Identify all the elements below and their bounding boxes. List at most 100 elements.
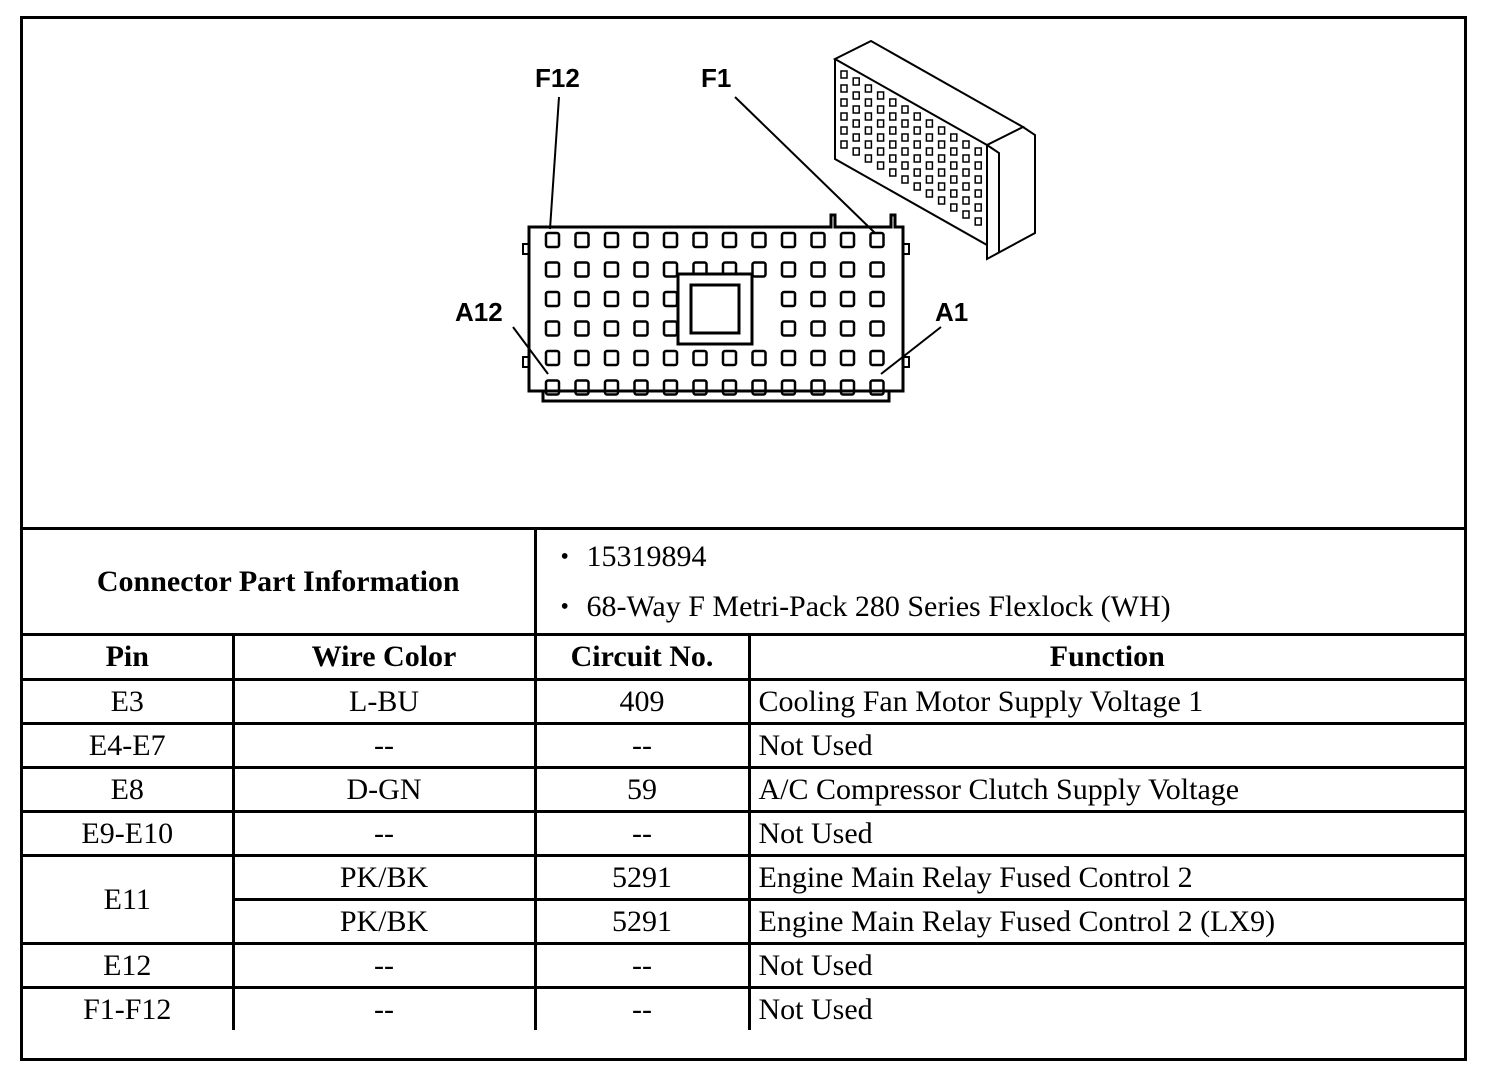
iso-pin-cavity	[950, 203, 958, 212]
pin-cavity	[810, 379, 826, 396]
pin-cavity	[574, 290, 590, 308]
iso-pin-cavity	[901, 105, 909, 114]
label-f12: F12	[535, 63, 580, 93]
pin-cavity	[544, 290, 561, 308]
pin-cell: E11	[23, 854, 235, 945]
wire-color-cell: --	[231, 810, 537, 857]
leader-a1	[880, 326, 942, 375]
pin-cavity	[869, 261, 885, 278]
connector-face	[522, 213, 910, 403]
iso-pin-cavity	[852, 105, 860, 114]
pin-cavity	[633, 261, 649, 278]
iso-pin-cavity	[974, 147, 982, 156]
pin-cavity	[574, 231, 590, 249]
function-cell: Engine Main Relay Fused Control 2	[747, 854, 1465, 901]
iso-pin-cavity	[925, 189, 934, 198]
leader-f1	[734, 96, 876, 234]
iso-pin-cavity	[840, 70, 848, 79]
pin-cavity	[780, 320, 797, 337]
iso-pin-cavity	[840, 112, 848, 121]
pin-cell: E8	[23, 766, 235, 813]
iso-pin-cavity	[937, 140, 946, 149]
iso-pin-cavity	[901, 133, 909, 142]
connector-description: 68-Way F Metri-Pack 280 Series Flexlock …	[561, 582, 1457, 632]
circuit-cell: 409	[533, 678, 751, 725]
table-row: E12 -- -- Not Used	[23, 942, 1465, 989]
pin-cavity	[633, 320, 649, 337]
pin-cavity	[633, 349, 649, 367]
wire-color-cell: --	[231, 722, 537, 769]
table-row: F1-F12 -- -- Not Used	[23, 986, 1465, 1030]
pin-cavity	[574, 379, 590, 396]
iso-pin-cavity	[974, 161, 982, 170]
circuit-cell: 5291	[533, 854, 751, 901]
pin-cavity	[544, 379, 561, 396]
wire-color-cell: --	[231, 986, 537, 1030]
iso-pin-cavity	[901, 147, 909, 156]
pin-cavity	[603, 290, 620, 308]
iso-pin-cavity	[974, 217, 982, 226]
iso-pin-cavity	[937, 196, 946, 205]
column-header-wire-color: Wire Color	[231, 633, 537, 681]
label-a12: A12	[455, 297, 503, 327]
function-cell: Not Used	[747, 810, 1465, 857]
pin-cavity	[839, 290, 856, 308]
table-row: E8 D-GN 59 A/C Compressor Clutch Supply …	[23, 766, 1465, 813]
iso-pin-cavity	[901, 119, 909, 128]
iso-pin-cavity	[962, 168, 970, 177]
pin-cavity	[544, 349, 561, 367]
leader-f12	[549, 96, 560, 230]
iso-pin-cavity	[840, 84, 848, 93]
iso-pin-cavity	[913, 126, 921, 135]
iso-pin-cavity	[950, 189, 958, 198]
circuit-cell: 59	[533, 766, 751, 813]
pinout-table: Connector Part Information 15319894 68-W…	[23, 530, 1465, 1030]
iso-pin-cavity	[889, 168, 897, 177]
wire-color-cell: D-GN	[231, 766, 537, 813]
pin-cavity	[633, 379, 649, 396]
pin-cavity	[603, 379, 620, 396]
circuit-cell: --	[533, 942, 751, 989]
iso-pin-cavity	[925, 147, 934, 156]
iso-pin-cavity	[889, 98, 897, 107]
pin-cavity	[544, 261, 561, 278]
iso-pin-cavity	[925, 161, 934, 170]
pin-cavity	[662, 349, 679, 367]
pin-cavity	[544, 320, 561, 337]
pin-cavity	[692, 349, 708, 367]
pin-cell: E9-E10	[23, 810, 235, 857]
table-row: E3 L-BU 409 Cooling Fan Motor Supply Vol…	[23, 678, 1465, 725]
iso-pin-cavity	[876, 161, 885, 170]
iso-pin-cavity	[864, 112, 873, 121]
pin-cavity	[633, 290, 649, 308]
pin-cavity	[780, 261, 797, 278]
function-cell: Engine Main Relay Fused Control 2 (LX9)	[747, 898, 1465, 945]
iso-pin-cavity	[852, 119, 860, 128]
pin-cavity	[603, 320, 620, 337]
connector-sheet: F12 F1 A12 A1	[20, 16, 1467, 1061]
pin-cavity	[633, 231, 649, 249]
pin-cavity	[662, 261, 679, 278]
table-row: E9-E10 -- -- Not Used	[23, 810, 1465, 857]
table-row: PK/BK 5291 Engine Main Relay Fused Contr…	[23, 898, 1465, 945]
function-cell: Not Used	[747, 722, 1465, 769]
iso-pin-cavity	[889, 140, 897, 149]
circuit-cell: --	[533, 722, 751, 769]
pin-cavity	[544, 231, 561, 249]
function-cell: A/C Compressor Clutch Supply Voltage	[747, 766, 1465, 813]
iso-pin-cavity	[840, 140, 848, 149]
iso-pin-cavity	[950, 147, 958, 156]
circuit-cell: --	[533, 810, 751, 857]
iso-pin-cavity	[962, 196, 970, 205]
pin-cavity	[839, 349, 856, 367]
pin-cavity	[869, 379, 885, 396]
pin-cavity	[839, 320, 856, 337]
iso-pin-cavity	[876, 91, 885, 100]
iso-pin-cavity	[864, 154, 873, 163]
iso-pin-cavity	[864, 98, 873, 107]
iso-pin-cavity	[950, 161, 958, 170]
circuit-cell: 5291	[533, 898, 751, 945]
function-cell: Not Used	[747, 986, 1465, 1030]
iso-pin-cavity	[913, 168, 921, 177]
pin-cavity	[603, 349, 620, 367]
